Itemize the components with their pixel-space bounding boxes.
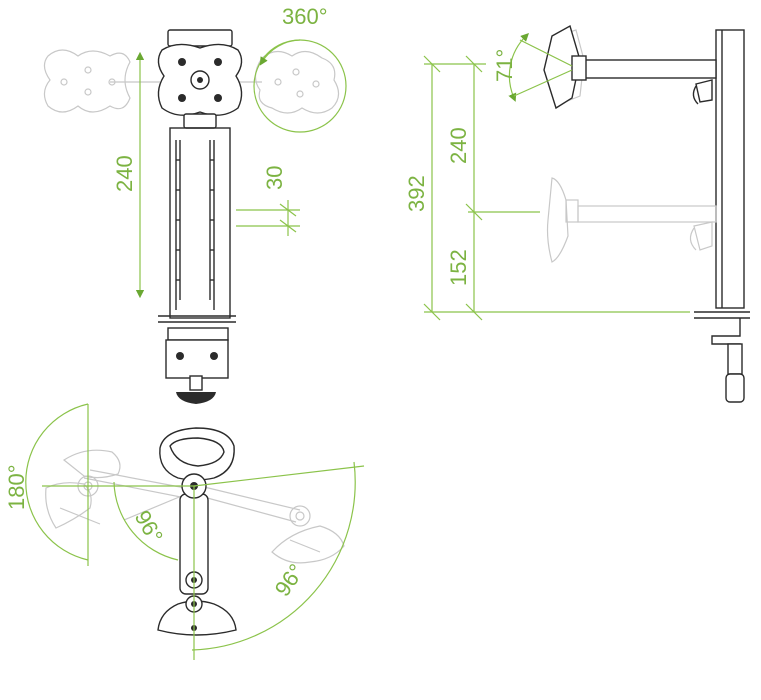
rotation-arrow (259, 39, 301, 66)
rotation-label: 360° (282, 4, 328, 29)
min-height-label: 152 (446, 249, 471, 286)
side-monitor-head (543, 24, 587, 110)
ghost-vesa-plate-right (236, 50, 340, 114)
side-view: 71° 392 240 152 (404, 24, 750, 403)
tilt-label: 71° (492, 49, 517, 82)
side-pole (715, 29, 745, 309)
ghost-arm-right (199, 485, 345, 564)
swivel-arm-arc (113, 481, 179, 561)
swivel-base-arc (25, 403, 89, 561)
vesa-plate (157, 29, 243, 129)
tilt-arc (508, 33, 529, 102)
offset-dimension (236, 200, 300, 236)
top-view: 180° 96° 96° (4, 403, 365, 660)
total-height-label: 392 (404, 175, 429, 212)
pivot-reference-line (193, 465, 365, 487)
desk-clamp (165, 327, 229, 404)
side-arm-lower-ghost (546, 177, 717, 263)
swivel-pivot-arc (191, 461, 356, 651)
pole (169, 127, 231, 319)
offset-label: 30 (262, 166, 287, 190)
side-dimensions (423, 55, 690, 321)
front-view: 360° (43, 4, 347, 404)
side-clamp (711, 318, 745, 403)
swivel-base-label: 180° (4, 464, 29, 510)
height-front-label: 240 (112, 155, 137, 192)
ghost-vesa-plate-left (43, 49, 160, 113)
swivel-arm-label: 96° (130, 506, 168, 547)
swivel-pivot-label: 96° (270, 559, 310, 601)
top-arm-main (157, 427, 237, 636)
height-side-label: 240 (446, 127, 471, 164)
side-arm-upper (577, 59, 717, 105)
